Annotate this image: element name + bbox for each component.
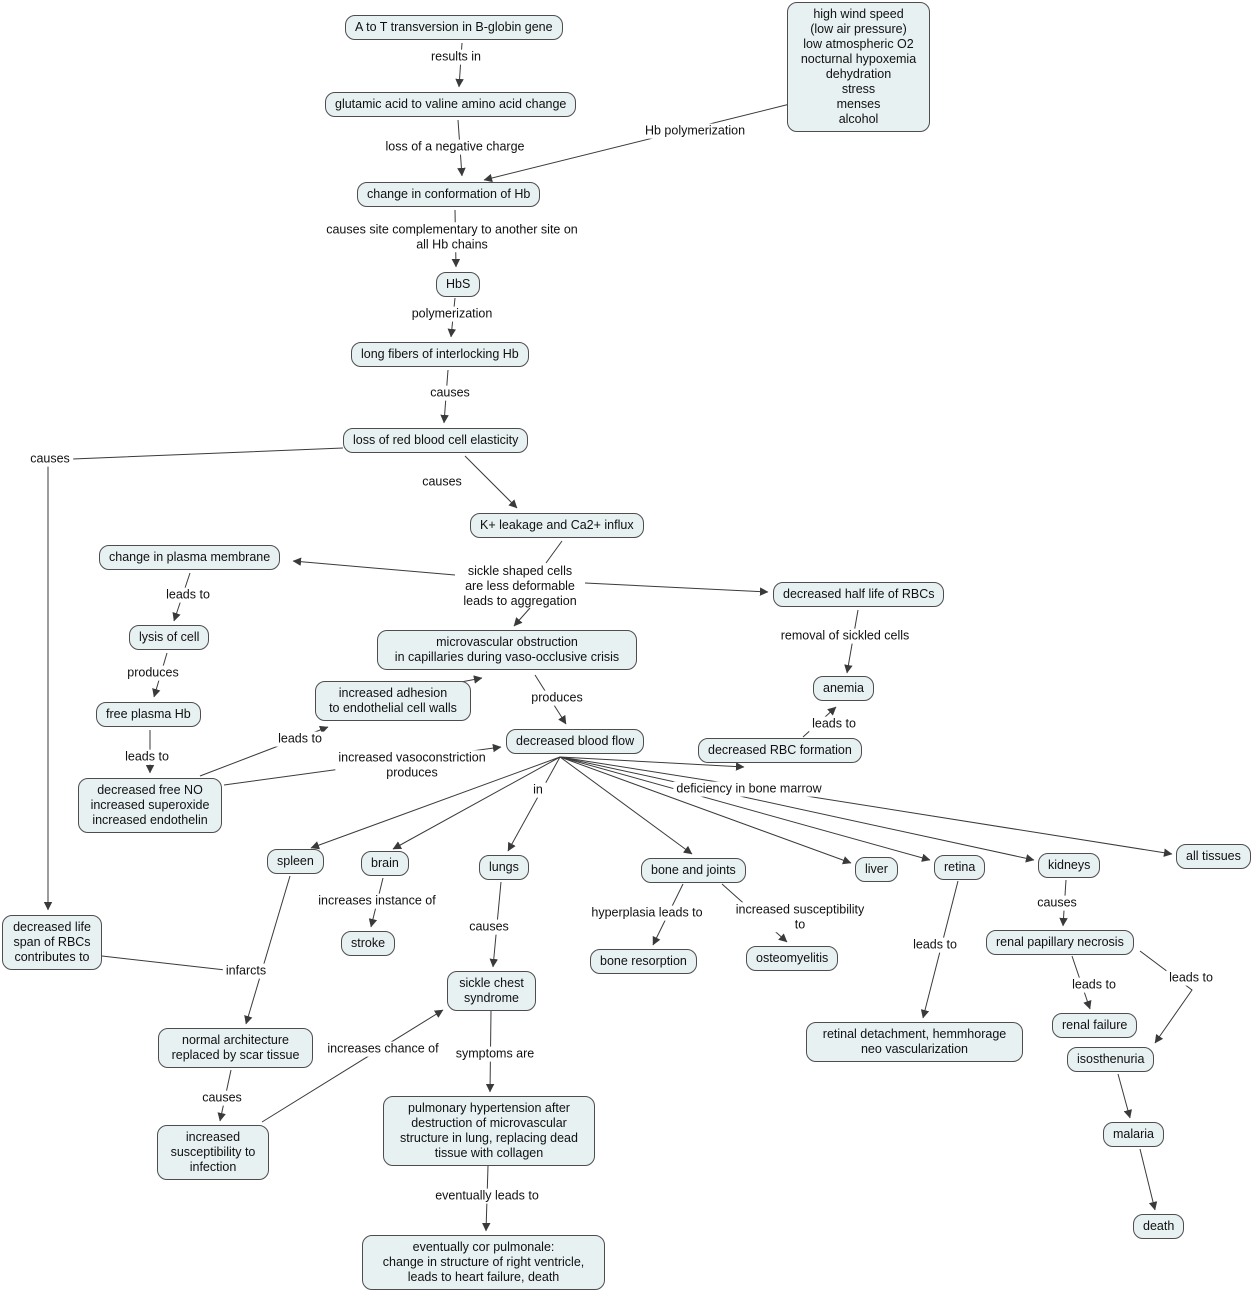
node-liver[interactable]: liver bbox=[855, 857, 898, 882]
edge-label-hyperplasia: hyperplasia leads to bbox=[588, 905, 706, 921]
node-rbc-lifespan[interactable]: decreased life span of RBCs contributes … bbox=[2, 915, 102, 970]
edge-label-leads-to-no: leads to bbox=[122, 749, 172, 765]
edge-line bbox=[559, 756, 693, 855]
node-bone-and-joints[interactable]: bone and joints bbox=[641, 858, 746, 883]
edge-label-in: in bbox=[530, 782, 546, 798]
node-brain[interactable]: brain bbox=[361, 851, 409, 876]
node-hb-conformation-change[interactable]: change in conformation of Hb bbox=[357, 182, 541, 207]
edge-label-infarcts: infarcts bbox=[222, 963, 270, 979]
edge-label-produces-free-hb: produces bbox=[124, 665, 182, 681]
node-a-to-t-transversion[interactable]: A to T transversion in B-globin gene bbox=[345, 15, 563, 40]
edge-line bbox=[559, 756, 931, 862]
edge-line bbox=[507, 756, 561, 852]
edge-line bbox=[244, 875, 291, 1025]
node-renal-failure[interactable]: renal failure bbox=[1052, 1013, 1138, 1038]
edge-label-leads-to-anemia: leads to bbox=[809, 716, 859, 732]
edge-label-causes-infection: causes bbox=[199, 1090, 245, 1106]
edge-label-leads-to-adhesion: leads to bbox=[275, 731, 325, 747]
edge-line bbox=[310, 756, 561, 850]
node-retina[interactable]: retina bbox=[934, 855, 986, 880]
node-rbc-half-life[interactable]: decreased half life of RBCs bbox=[773, 582, 945, 607]
edge-label-leads-to-isosthenuria: leads to bbox=[1166, 970, 1216, 986]
edge-line bbox=[1117, 1073, 1132, 1119]
node-no-superoxide-endothelin[interactable]: decreased free NO increased superoxide i… bbox=[78, 778, 222, 833]
node-lungs[interactable]: lungs bbox=[479, 855, 529, 880]
node-bone-resorption[interactable]: bone resorption bbox=[590, 949, 697, 974]
edge-label-causes-fibers: causes bbox=[427, 385, 473, 401]
edge-label-results-in: results in bbox=[427, 49, 485, 65]
edge-label-leads-to-lysis: leads to bbox=[163, 587, 213, 603]
edge-label-causes-necrosis: causes bbox=[1034, 895, 1080, 911]
node-death[interactable]: death bbox=[1133, 1214, 1185, 1239]
edge-line bbox=[1139, 1148, 1158, 1211]
edge-label-polymerization: polymerization bbox=[408, 306, 496, 322]
edge-line bbox=[261, 1009, 444, 1123]
edge-label-vasoconstriction: increased vasoconstriction produces bbox=[335, 750, 489, 780]
node-all-tissues[interactable]: all tissues bbox=[1176, 844, 1251, 869]
node-stroke[interactable]: stroke bbox=[341, 931, 396, 956]
node-glutamic-to-valine[interactable]: glutamic acid to valine amino acid chang… bbox=[325, 92, 577, 117]
edge-line bbox=[1139, 950, 1193, 1044]
edge-label-leads-to-retinal: leads to bbox=[910, 937, 960, 953]
node-free-plasma-hb[interactable]: free plasma Hb bbox=[96, 702, 201, 727]
edge-label-loss-negative-charge: loss of a negative charge bbox=[382, 139, 528, 155]
edge-line bbox=[43, 447, 344, 911]
edge-line bbox=[483, 103, 791, 183]
edge-line bbox=[559, 756, 1173, 857]
node-crisis-triggers[interactable]: high wind speed (low air pressure) low a… bbox=[787, 2, 930, 132]
edge-label-increases-chance: increases chance of bbox=[324, 1041, 442, 1057]
node-cor-pulmonale[interactable]: eventually cor pulmonale: change in stru… bbox=[362, 1235, 605, 1290]
node-cell-lysis[interactable]: lysis of cell bbox=[129, 625, 210, 650]
edge-line bbox=[513, 607, 531, 627]
edge-label-causes-k: causes bbox=[419, 474, 465, 490]
edge-line bbox=[101, 955, 244, 973]
edge-label-symptoms-are: symptoms are bbox=[452, 1046, 538, 1062]
edge-label-hb-polymerization: Hb polymerization bbox=[641, 123, 749, 139]
edge-label-deficiency: deficiency in bone marrow bbox=[673, 781, 825, 797]
edge-label-sickle-shaped: sickle shaped cells are less deformable … bbox=[460, 563, 580, 609]
edge-line bbox=[464, 455, 518, 509]
node-sickle-chest-syndrome[interactable]: sickle chest syndrome bbox=[447, 971, 536, 1011]
node-scar-tissue[interactable]: normal architecture replaced by scar tis… bbox=[158, 1028, 313, 1068]
edge-line bbox=[392, 756, 561, 850]
node-infection-susceptibility[interactable]: increased susceptibility to infection bbox=[157, 1125, 269, 1180]
edge-label-complementary-site: causes site complementary to another sit… bbox=[323, 222, 581, 252]
edge-line bbox=[545, 540, 563, 564]
edge-label-susceptibility-to: increased susceptibility to bbox=[732, 902, 868, 932]
edge-label-eventually-leads: eventually leads to bbox=[432, 1188, 542, 1204]
edge-label-increases-instance: increases instance of bbox=[315, 893, 439, 909]
node-microvascular-obstruction[interactable]: microvascular obstruction in capillaries… bbox=[377, 630, 637, 670]
node-pulmonary-hypertension[interactable]: pulmonary hypertension after destruction… bbox=[383, 1096, 595, 1166]
node-malaria[interactable]: malaria bbox=[1103, 1122, 1164, 1147]
edge-label-removal-sickled: removal of sickled cells bbox=[777, 628, 913, 644]
edge-line bbox=[559, 756, 745, 771]
node-interlocking-fibers[interactable]: long fibers of interlocking Hb bbox=[351, 342, 529, 367]
node-renal-papillary-necrosis[interactable]: renal papillary necrosis bbox=[986, 930, 1134, 955]
node-kidneys[interactable]: kidneys bbox=[1038, 853, 1101, 878]
node-retinal-detachment[interactable]: retinal detachment, hemmhorage neo vascu… bbox=[806, 1022, 1023, 1062]
node-spleen[interactable]: spleen bbox=[267, 849, 324, 874]
node-anemia[interactable]: anemia bbox=[813, 676, 874, 701]
edge-label-leads-to-failure: leads to bbox=[1069, 977, 1119, 993]
node-plasma-membrane-change[interactable]: change in plasma membrane bbox=[99, 545, 281, 570]
node-k-leakage-ca-influx[interactable]: K+ leakage and Ca2+ influx bbox=[470, 513, 644, 538]
node-rbc-elasticity-loss[interactable]: loss of red blood cell elasticity bbox=[343, 428, 529, 453]
node-decreased-blood-flow[interactable]: decreased blood flow bbox=[506, 729, 645, 754]
edge-line bbox=[292, 557, 456, 576]
edge-label-causes-chest: causes bbox=[466, 919, 512, 935]
node-decreased-rbc-formation[interactable]: decreased RBC formation bbox=[698, 738, 862, 763]
edge-line bbox=[559, 756, 852, 865]
edge-label-causes-left: causes bbox=[27, 451, 73, 467]
node-endothelial-adhesion[interactable]: increased adhesion to endothelial cell w… bbox=[315, 681, 471, 721]
edge-line bbox=[559, 756, 1035, 863]
edge-label-produces-blood-flow: produces bbox=[528, 690, 586, 706]
node-osteomyelitis[interactable]: osteomyelitis bbox=[746, 946, 839, 971]
node-isosthenuria[interactable]: isosthenuria bbox=[1067, 1047, 1155, 1072]
node-hbs[interactable]: HbS bbox=[436, 272, 481, 297]
edge-line bbox=[584, 582, 769, 596]
